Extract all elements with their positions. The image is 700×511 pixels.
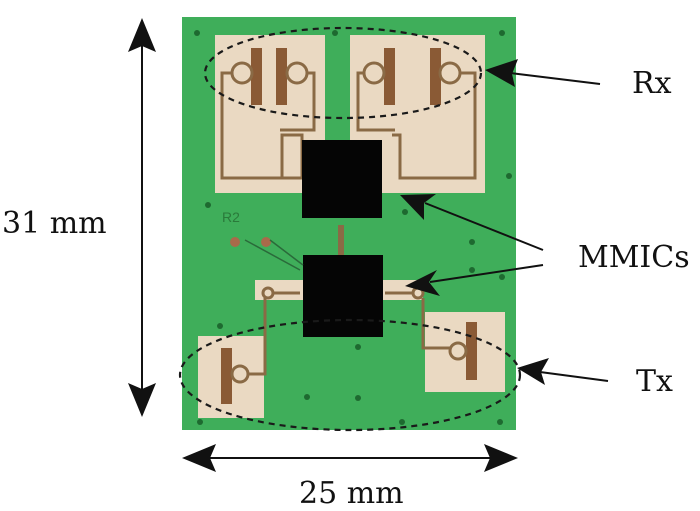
tx-label: Tx (636, 364, 673, 399)
rx-label: Rx (632, 66, 672, 101)
callout-arrows (400, 59, 609, 385)
mmic-chip-rx (302, 140, 382, 218)
height-dimension-arrow (128, 18, 156, 417)
pcb-board: R2 (182, 17, 516, 430)
mmics-label: MMICs (578, 240, 690, 275)
tx-highlight-ellipse (178, 318, 522, 432)
height-label: 31 mm (2, 206, 107, 241)
width-dimension-arrow (182, 444, 518, 472)
mmic-chip-tx (303, 255, 383, 337)
width-label: 25 mm (299, 476, 404, 511)
board-marking-r2: R2 (222, 209, 240, 225)
rx-highlight-ellipse (203, 26, 483, 120)
